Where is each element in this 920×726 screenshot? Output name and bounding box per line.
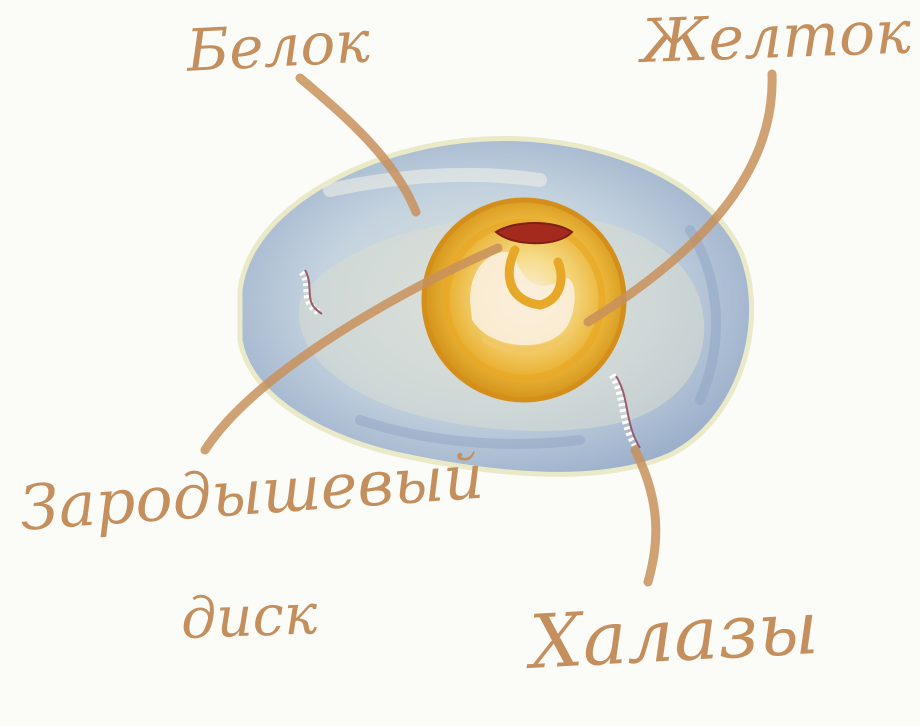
label-chalazae: Халазы — [528, 591, 820, 680]
label-protein: Белок — [185, 12, 371, 80]
leader-line-chalazae — [635, 450, 656, 582]
label-germinal-disc-line2: диск — [180, 587, 318, 648]
label-yolk: Желток — [640, 3, 912, 72]
